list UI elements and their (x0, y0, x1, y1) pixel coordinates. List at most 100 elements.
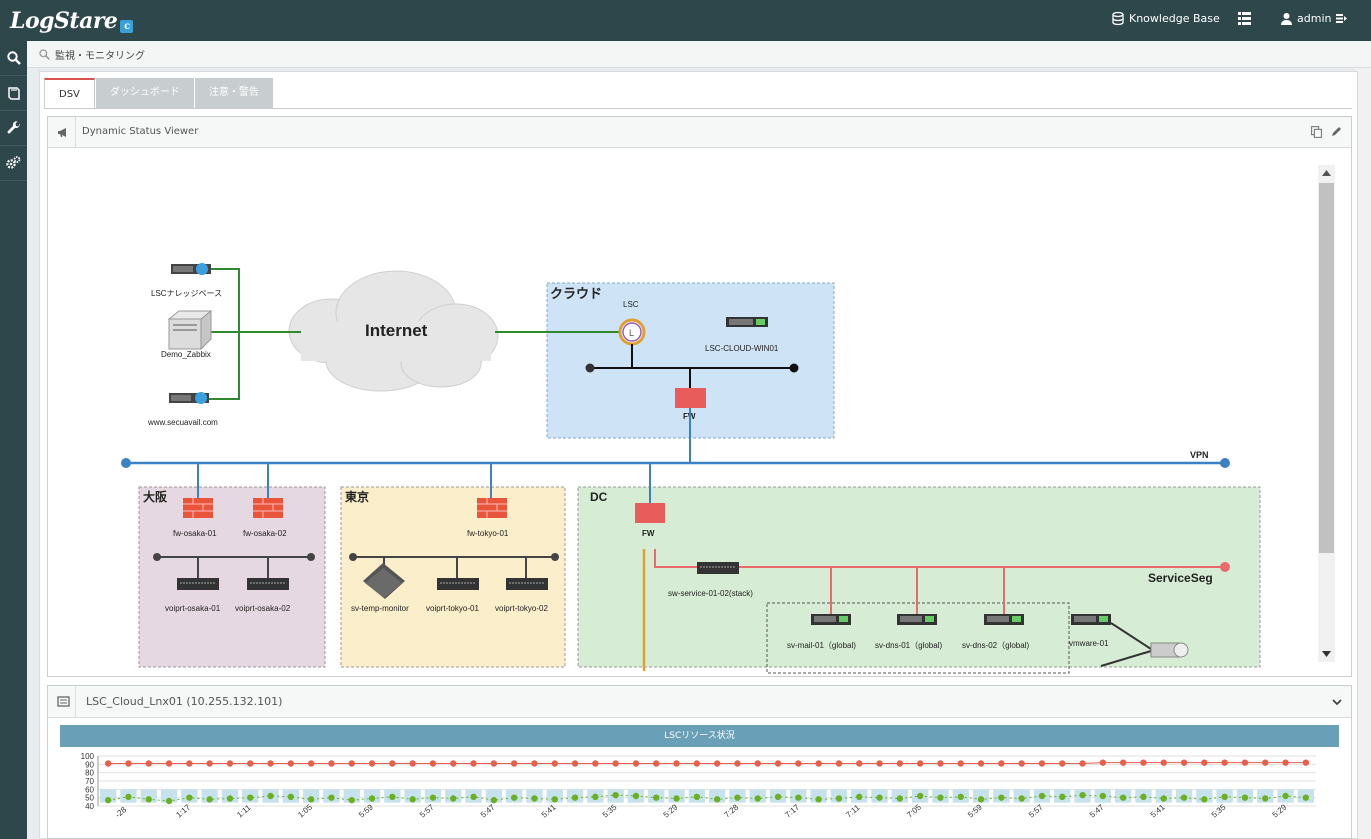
data-point (348, 760, 355, 767)
logo-badge-icon: c (120, 20, 134, 33)
vpn-label: VPN (1190, 450, 1209, 460)
osaka-group-box (138, 486, 326, 668)
data-point (916, 760, 924, 767)
data-point (450, 795, 457, 802)
dsv-panel: Dynamic Status Viewer クラウド 大阪 東京 DC (47, 116, 1352, 677)
gears-icon (6, 156, 21, 169)
knowledge-base-link[interactable]: Knowledge Base (1112, 11, 1220, 26)
data-point (328, 760, 335, 767)
sidebar-item-settings[interactable] (0, 146, 27, 181)
voiprt-osaka-01-label: voiprt-osaka-01 (165, 604, 221, 613)
chevron-down-icon[interactable] (1332, 699, 1342, 706)
usage-band (100, 789, 117, 803)
voiprt-tokyo-01-label: voiprt-tokyo-01 (426, 604, 479, 613)
scroll-down-icon[interactable] (1322, 651, 1331, 657)
sw-service-icon (697, 562, 739, 574)
breadcrumb-bar: 監視・モニタリング (27, 41, 1371, 68)
left-sidebar (0, 41, 27, 839)
fw-osaka-02-icon (253, 498, 283, 518)
diagram-scroll-thumb[interactable] (1319, 183, 1334, 553)
sv-dns-02-icon (984, 614, 1024, 625)
data-point (1180, 759, 1188, 766)
data-point (206, 796, 213, 803)
data-point (490, 760, 498, 767)
sidebar-item-reports[interactable] (0, 76, 27, 111)
data-point (1059, 793, 1066, 801)
page-scrollbar[interactable] (1356, 68, 1371, 839)
data-point (896, 760, 904, 767)
data-point (896, 795, 904, 802)
edit-icon[interactable] (1331, 126, 1342, 137)
data-point (368, 760, 376, 767)
data-point (1302, 794, 1310, 801)
data-point (998, 760, 1005, 767)
data-point (876, 794, 883, 801)
data-point (916, 792, 924, 800)
svg-text:L: L (629, 328, 634, 338)
dsv-panel-header: Dynamic Status Viewer (48, 117, 1351, 148)
data-point (1119, 794, 1127, 801)
dc-fw-icon (635, 503, 665, 523)
data-point (125, 760, 132, 767)
data-point (1119, 759, 1127, 766)
voiprt-tokyo-02-label: voiprt-tokyo-02 (495, 604, 548, 613)
data-point (734, 794, 741, 801)
tab-alerts[interactable]: 注意・警告 (194, 78, 273, 109)
x-tick-label: 5:41 (1149, 802, 1167, 819)
data-point (226, 760, 234, 767)
tab-dashboard[interactable]: ダッシュボード (95, 78, 194, 109)
data-point (957, 793, 964, 801)
voiprt-osaka-02-icon (247, 578, 289, 590)
sidebar-item-search[interactable] (0, 41, 27, 76)
y-tick-label: 40 (85, 802, 94, 811)
data-point (307, 760, 315, 767)
data-point (774, 760, 782, 767)
data-point (1140, 759, 1147, 766)
panel-title: Dynamic Status Viewer (82, 126, 199, 137)
data-point (693, 760, 701, 767)
data-point (693, 793, 701, 801)
fw-tokyo-01-icon (477, 498, 507, 518)
user-menu[interactable]: admin (1281, 12, 1348, 25)
voiprt-osaka-01-icon (177, 578, 219, 590)
demo-zabbix-label: Demo_Zabbix (161, 350, 211, 359)
data-point (348, 796, 355, 804)
data-point (815, 760, 822, 767)
sv-temp-monitor-icon (363, 563, 405, 599)
header-separator (75, 686, 76, 718)
copy-icon[interactable] (1311, 126, 1322, 138)
diagram-scrollbar[interactable] (1318, 165, 1335, 662)
chart-title: LSCリソース状況 (60, 725, 1339, 747)
list-menu-button[interactable] (1238, 12, 1251, 25)
sv-dns-01-icon (897, 614, 937, 625)
data-point (389, 760, 396, 767)
data-point (125, 793, 132, 801)
secuavail-label: www.secuavail.com (147, 418, 218, 427)
data-point (653, 760, 660, 767)
data-point (592, 793, 599, 801)
vmware-server-icon (1071, 614, 1111, 625)
service-seg-label: ServiceSeg (1148, 571, 1213, 585)
data-point (1160, 759, 1167, 766)
data-point (429, 794, 437, 801)
data-point (1180, 794, 1188, 801)
tab-dsv[interactable]: DSV (44, 78, 95, 109)
data-point (1241, 759, 1249, 766)
data-point (673, 795, 680, 802)
y-tick-label: 100 (81, 752, 95, 761)
sv-mail-icon (811, 614, 851, 625)
x-tick-label: -28 (114, 805, 129, 820)
dc-group-box (577, 486, 1261, 668)
data-point (1018, 760, 1025, 767)
scroll-up-icon[interactable] (1322, 170, 1331, 176)
data-point (389, 793, 396, 801)
data-point (937, 794, 944, 801)
data-point (450, 760, 457, 767)
data-point (429, 760, 437, 767)
data-point (1282, 792, 1289, 800)
network-diagram-svg: クラウド 大阪 東京 DC Internet (121, 263, 1261, 674)
data-point (328, 794, 335, 801)
dc-fw-label: FW (642, 529, 655, 538)
sidebar-item-tools[interactable] (0, 111, 27, 146)
